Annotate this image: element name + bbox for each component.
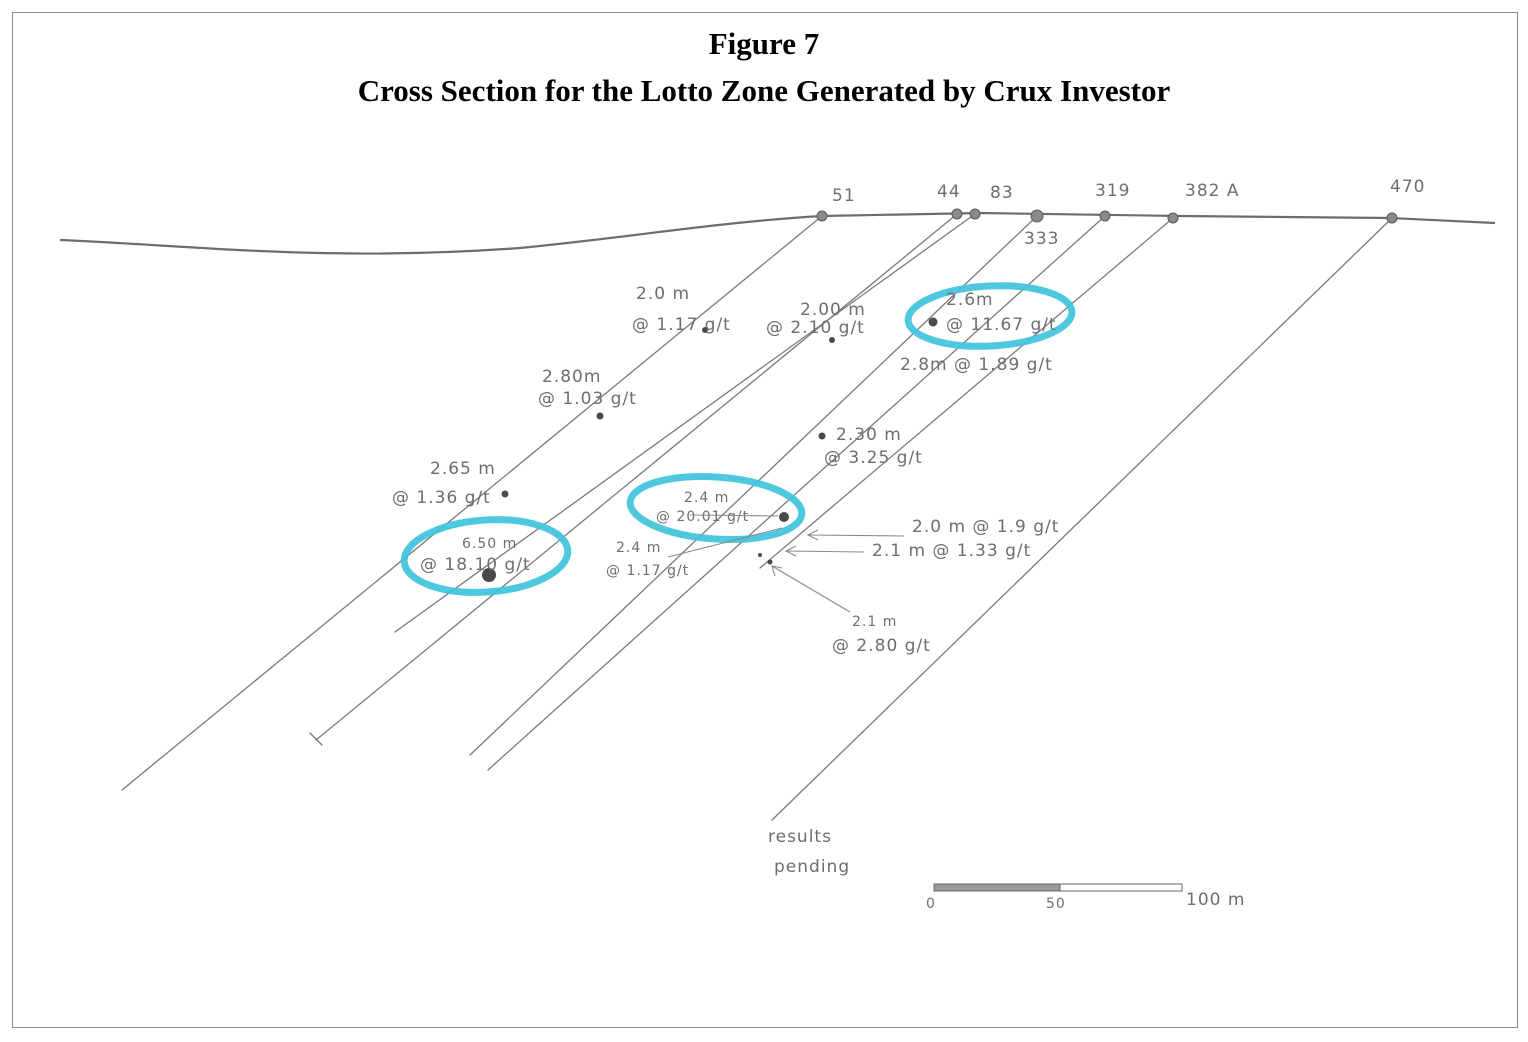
- hit-mark-4: [596, 412, 604, 420]
- hit-mark-3: [928, 317, 938, 327]
- intercept-12: 2.1 m @ 1.33 g/t: [872, 541, 1031, 561]
- drill-holes: [121, 213, 1393, 821]
- scale-tick-50: 50: [1046, 896, 1066, 912]
- intercept-1-length: 2.0 m: [636, 284, 690, 304]
- intercept-6-grade: @ 3.25 g/t: [824, 448, 923, 468]
- drill-hole-382a: [759, 217, 1174, 569]
- hit-mark-9: [767, 559, 773, 565]
- figure-number: Figure 7: [708, 26, 820, 61]
- intercept-12-arrowhead: [784, 545, 797, 557]
- hole-label-333: 333: [1024, 229, 1059, 249]
- drill-hole-83: [394, 213, 976, 633]
- intercept-2-length: 2.00 m: [800, 300, 866, 320]
- intercept-marks: [482, 317, 938, 582]
- hit-mark-5: [818, 432, 826, 440]
- intercept-11: 2.0 m @ 1.9 g/t: [912, 517, 1059, 537]
- ground-surface-line: [59, 211, 1496, 255]
- scale-bar-filled-segment: [933, 883, 1061, 892]
- hit-mark-2: [829, 337, 835, 343]
- intercept-2-grade: @ 2.10 g/t: [766, 318, 865, 338]
- collar-83: [969, 208, 981, 220]
- scale-bar: [933, 883, 1183, 892]
- scale-tick-0: 0: [926, 896, 936, 912]
- collar-51: [816, 210, 828, 222]
- hole-label-382a: 382 A: [1185, 181, 1239, 201]
- figure-title: Cross Section for the Lotto Zone Generat…: [357, 73, 1171, 108]
- hit-mark-7: [779, 512, 789, 522]
- intercept-8-grade: @ 20.01 g/t: [656, 509, 749, 525]
- collar-markers: [816, 208, 1398, 224]
- results-pending-line-2: pending: [774, 857, 850, 877]
- intercept-11-arrowhead: [806, 529, 819, 541]
- hole-label-44: 44: [937, 182, 961, 202]
- intercept-9-grade: @ 18.10 g/t: [420, 555, 531, 575]
- intercept-11-arrow: [807, 534, 905, 537]
- hole-label-83: 83: [990, 183, 1014, 203]
- hit-mark-6: [501, 490, 509, 498]
- intercept-5-grade: @ 1.03 g/t: [538, 389, 637, 409]
- intercept-7-grade: @ 1.36 g/t: [392, 488, 491, 508]
- intercept-10-length: 2.4 m: [616, 540, 661, 556]
- intercept-10-arrow: [667, 527, 783, 558]
- intercept-3-grade: @ 11.67 g/t: [946, 315, 1057, 335]
- figure-frame: [12, 12, 1518, 1028]
- drill-hole-319: [487, 215, 1106, 771]
- collar-333: [1030, 209, 1044, 223]
- intercept-5-length: 2.80m: [542, 367, 601, 387]
- hit-mark-8: [482, 568, 496, 582]
- hole-label-319: 319: [1095, 181, 1130, 201]
- highlight-oval-18-10: [400, 516, 572, 596]
- intercept-13-arrow: [771, 565, 851, 613]
- collar-470: [1386, 212, 1398, 224]
- intercept-4: 2.8m @ 1.89 g/t: [900, 355, 1053, 375]
- drill-hole-end-tick: [309, 732, 323, 746]
- intercept-13-length: 2.1 m: [852, 614, 897, 630]
- highlight-oval-20-01: [626, 472, 806, 544]
- intercept-13-arrowhead: [771, 565, 783, 577]
- intercept-9-length: 6.50 m: [462, 536, 517, 552]
- collar-382a: [1167, 212, 1179, 224]
- figure-title-block: Figure 7 Cross Section for the Lotto Zon…: [0, 24, 1528, 118]
- intercept-3-length: 2.6m: [946, 290, 994, 310]
- intercept-12-arrow: [785, 550, 865, 553]
- results-pending-line-1: results: [768, 827, 832, 847]
- hit-mark-1: [702, 327, 708, 333]
- highlight-oval-11-67: [904, 282, 1076, 350]
- hole-label-51: 51: [832, 186, 856, 206]
- intercept-13-grade: @ 2.80 g/t: [832, 636, 931, 656]
- intercept-8-length: 2.4 m: [684, 490, 729, 506]
- hit-mark-10: [758, 553, 762, 557]
- scale-tick-100: 100 m: [1186, 890, 1245, 910]
- drill-hole-51: [121, 215, 823, 791]
- scale-bar-open-segment: [1059, 883, 1183, 892]
- drill-hole-44: [315, 213, 958, 741]
- intercept-6-length: 2.30 m: [836, 425, 902, 445]
- intercept-8-arrow: [689, 514, 779, 517]
- collar-319: [1099, 210, 1111, 222]
- collar-44: [951, 208, 963, 220]
- intercept-7-length: 2.65 m: [430, 459, 496, 479]
- drill-hole-470: [771, 217, 1393, 821]
- intercept-1-grade: @ 1.17 g/t: [632, 315, 731, 335]
- hole-label-470: 470: [1390, 177, 1425, 197]
- intercept-10-grade: @ 1.17 g/t: [606, 563, 689, 579]
